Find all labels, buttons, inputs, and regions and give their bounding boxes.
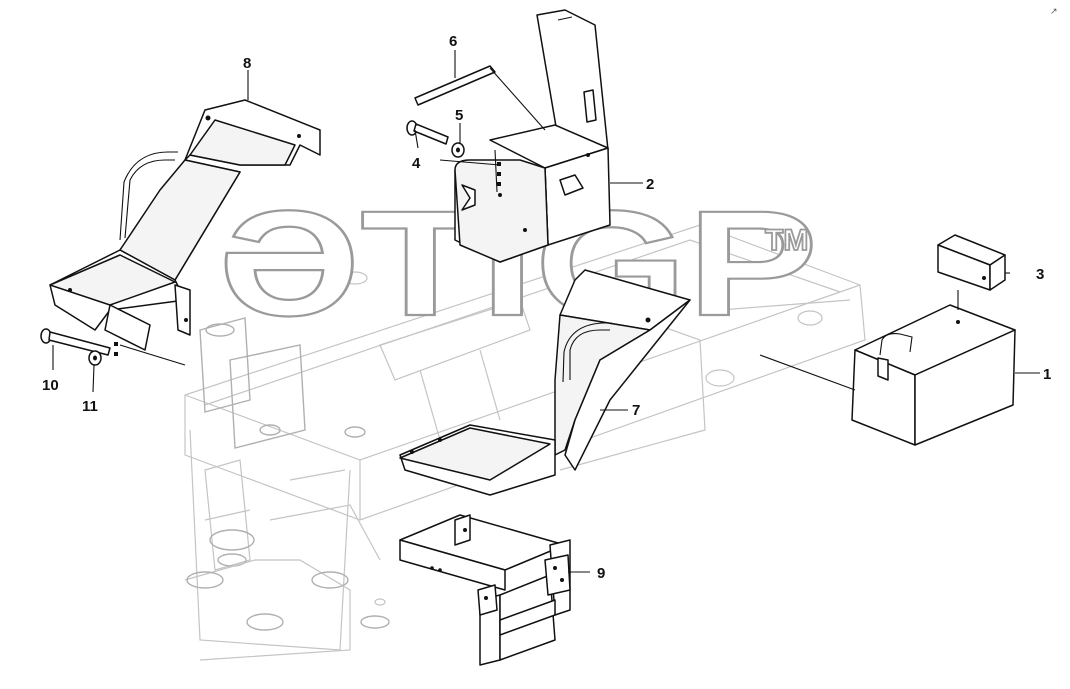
callout-6: 6 [449, 33, 457, 50]
machine-frame [184, 224, 866, 661]
part-6-bar [414, 65, 496, 106]
callout-10: 10 [42, 377, 59, 394]
callouts: 1 2 3 4 5 6 7 8 9 10 11 [42, 33, 1051, 582]
part-11-washer [88, 342, 118, 366]
part-4-bolt [406, 120, 449, 145]
callout-5: 5 [455, 107, 463, 124]
part-10-bolt [40, 328, 111, 356]
watermark-tm: TM [765, 224, 808, 257]
callout-11: 11 [82, 398, 98, 415]
callout-3: 3 [1036, 266, 1044, 283]
part-1-battery [851, 304, 1016, 446]
callout-7: 7 [632, 402, 640, 419]
part-7-centre-guard [399, 269, 691, 496]
callout-2: 2 [646, 176, 654, 193]
callout-4: 4 [412, 155, 421, 172]
callout-8: 8 [243, 55, 251, 72]
callout-1: 1 [1043, 366, 1051, 383]
part-5-washer [451, 142, 465, 158]
corner-mark: ↗ [1050, 6, 1058, 16]
part-8-left-guard [49, 99, 321, 351]
part-9-step-bracket [399, 514, 571, 666]
part-3-battery-cover [937, 234, 1006, 291]
part-2-toolbox [454, 9, 611, 263]
callout-9: 9 [597, 565, 605, 582]
leader-lines [52, 50, 1040, 573]
